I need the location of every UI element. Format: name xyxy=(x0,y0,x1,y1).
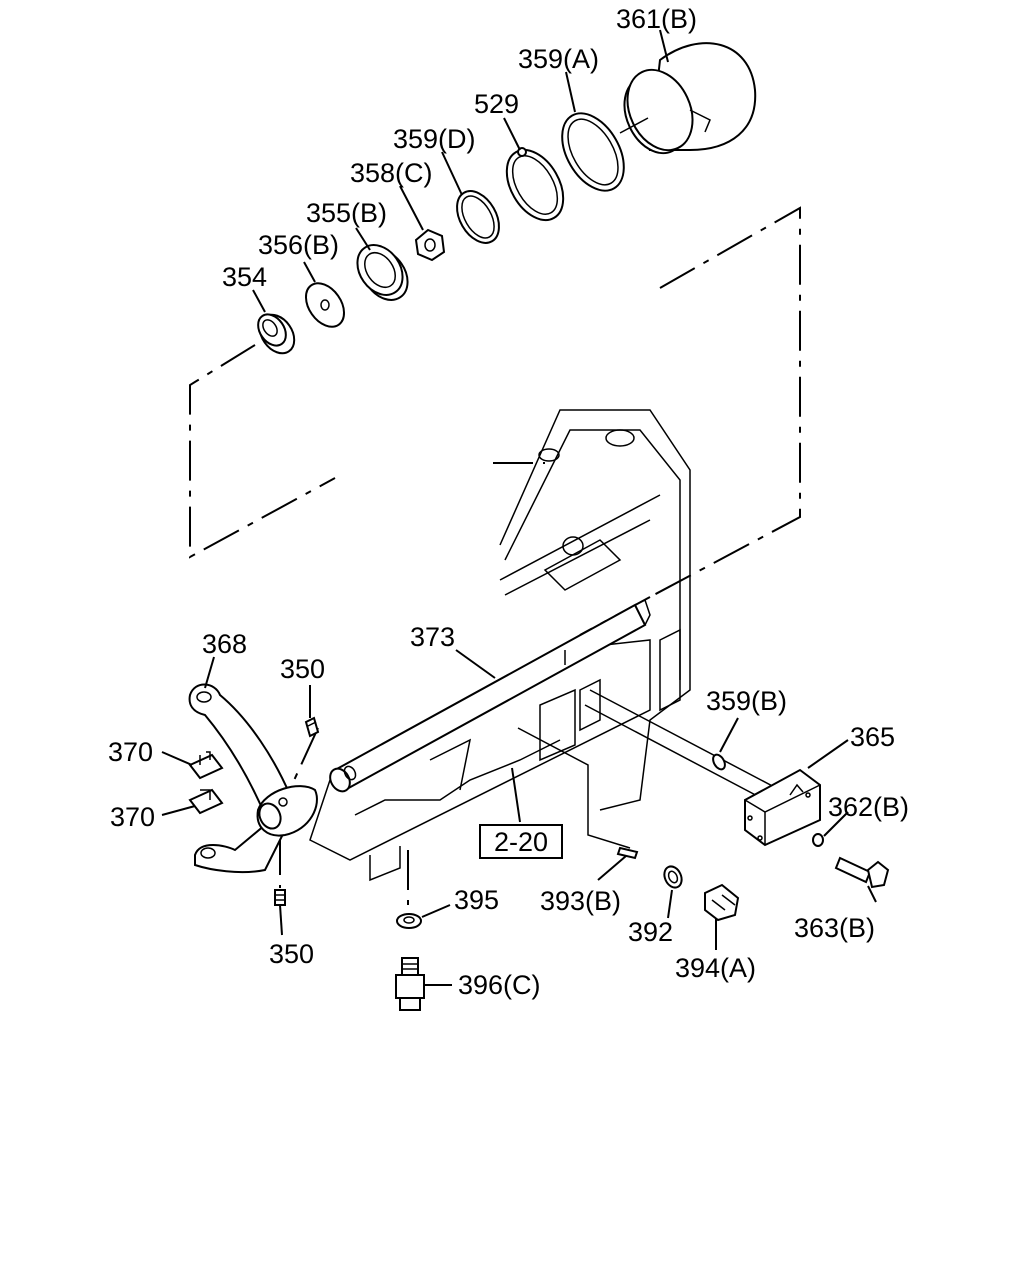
part-363b-bolt xyxy=(834,856,890,889)
transmission-housing xyxy=(309,409,691,882)
label-355b: 355(B) xyxy=(306,198,387,228)
label-368: 368 xyxy=(202,629,247,659)
label-393b: 393(B) xyxy=(540,886,621,916)
label-356b: 356(B) xyxy=(258,230,339,260)
label-362b: 362(B) xyxy=(828,792,909,822)
part-356b-washer xyxy=(304,282,346,328)
label-363b: 363(B) xyxy=(794,913,875,943)
part-368-shift-fork xyxy=(188,683,318,874)
part-labels: 361(B) 359(A) 529 359(D) 358(C) 355(B) 3… xyxy=(108,4,909,1000)
label-354: 354 xyxy=(222,262,267,292)
part-365-cylinder xyxy=(584,689,821,847)
part-362b-washer xyxy=(812,833,824,847)
part-350-bolt-top xyxy=(304,716,320,738)
label-529: 529 xyxy=(474,89,519,119)
part-370-blocks xyxy=(188,751,224,815)
reference-label: 2-20 xyxy=(494,827,548,857)
part-354-seal xyxy=(257,313,296,355)
part-359d-oring xyxy=(456,190,500,244)
label-365: 365 xyxy=(850,722,895,752)
label-392: 392 xyxy=(628,917,673,947)
label-370-bottom: 370 xyxy=(110,802,155,832)
part-359b-ring xyxy=(712,753,726,771)
part-373-shaft xyxy=(329,598,651,793)
label-395: 395 xyxy=(454,885,499,915)
label-350-bottom: 350 xyxy=(269,939,314,969)
label-396c: 396(C) xyxy=(458,970,541,1000)
part-358c-nut xyxy=(414,228,446,262)
label-373: 373 xyxy=(410,622,455,652)
part-359a-ring xyxy=(561,112,625,192)
label-370-top: 370 xyxy=(108,737,153,767)
label-361b: 361(B) xyxy=(616,4,697,34)
part-355b-collar xyxy=(356,244,409,301)
reference-box: 2-20 xyxy=(479,824,563,859)
leader-lines xyxy=(161,29,877,986)
label-359b: 359(B) xyxy=(706,686,787,716)
label-394a: 394(A) xyxy=(675,953,756,983)
label-359d: 359(D) xyxy=(393,124,476,154)
part-394a-switch xyxy=(704,883,740,922)
label-350-top: 350 xyxy=(280,654,325,684)
part-393b-pin xyxy=(517,727,639,860)
part-396c-switch xyxy=(395,957,425,1011)
label-358c: 358(C) xyxy=(350,158,433,188)
part-361b-piston xyxy=(619,42,757,155)
label-359a: 359(A) xyxy=(518,44,599,74)
part-350-bolt-bottom xyxy=(274,889,286,906)
part-529-snap-ring xyxy=(505,147,565,222)
part-395-washer xyxy=(396,913,422,929)
part-392-washer xyxy=(663,865,683,889)
